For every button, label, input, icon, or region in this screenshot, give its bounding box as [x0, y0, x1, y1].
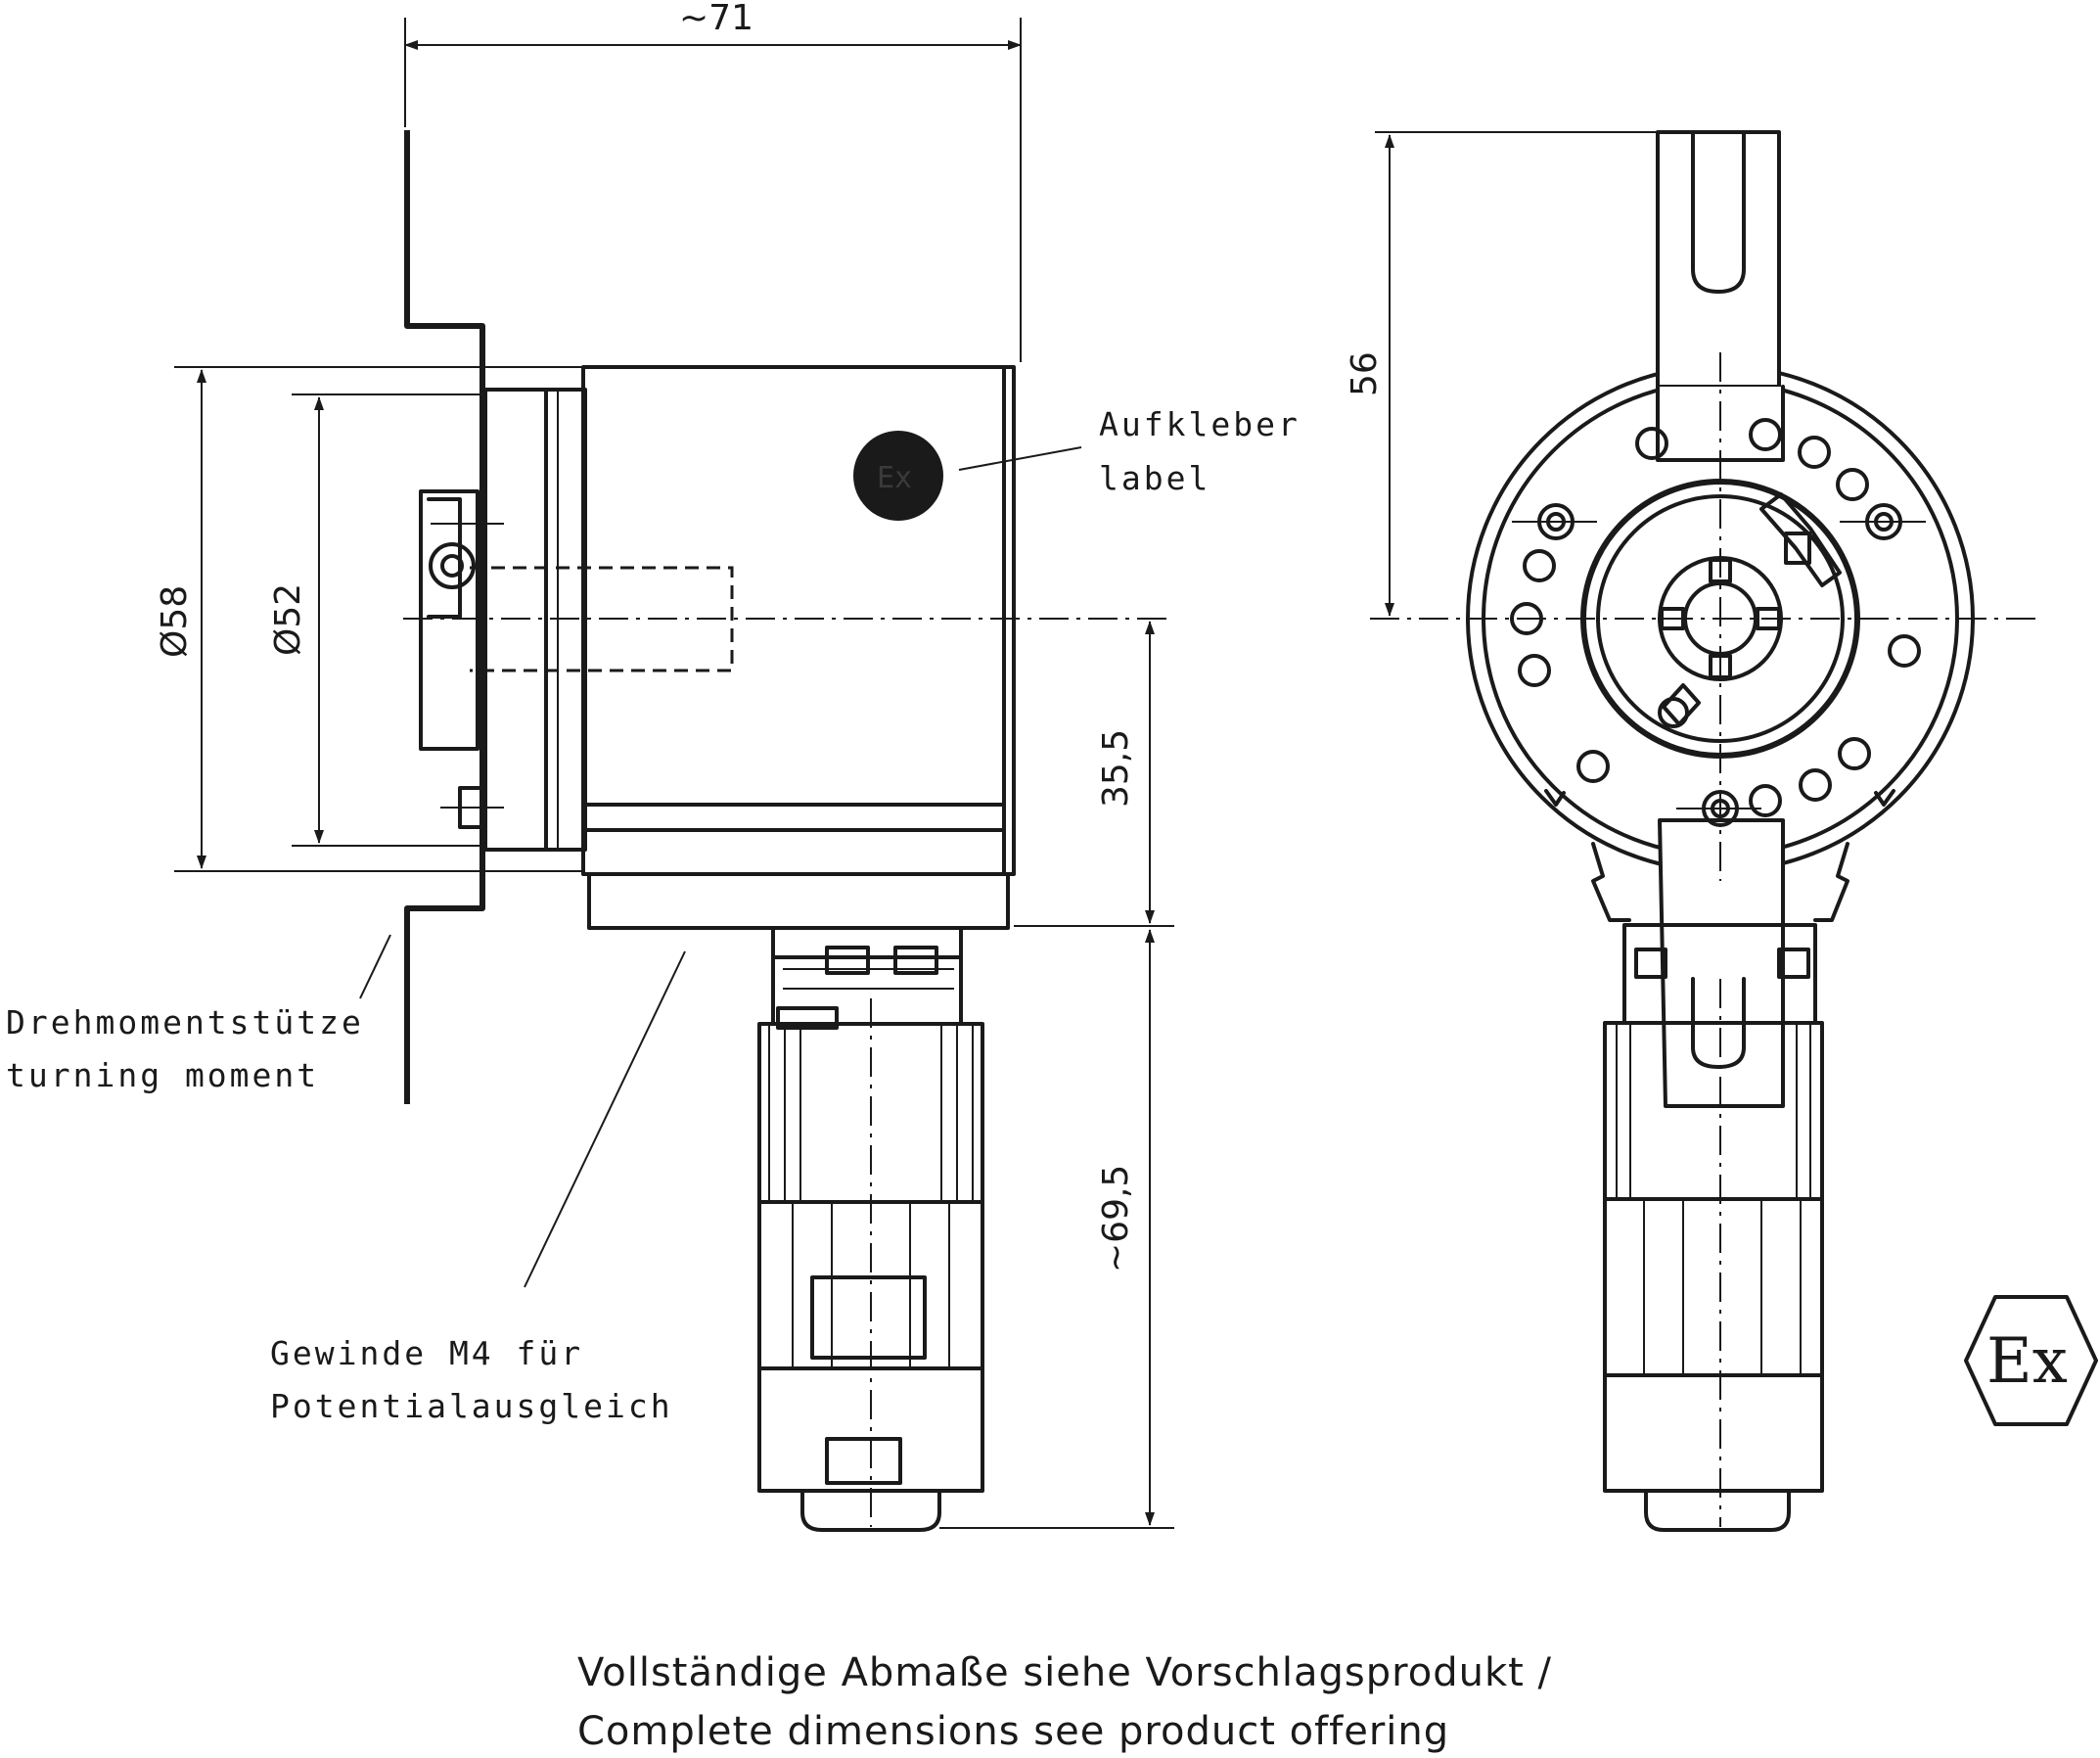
ex-sticker-dot	[853, 431, 943, 521]
dim-slot-height: 56	[1345, 351, 1385, 396]
label-thread-de: Gewinde M4 für	[270, 1334, 583, 1372]
label-torque-de: Drehmomentstütze	[6, 1003, 364, 1041]
side-view-dimensions: ~71 Ø58 Ø52 35,5 ~69,5	[155, 0, 1174, 1529]
footer-line-1: Vollständige Abmaße siehe Vorschlagsprod…	[577, 1650, 1552, 1695]
sticker-mark: Ex	[877, 461, 912, 495]
label-thread-en: Potentialausgleich	[270, 1387, 673, 1425]
housing-base	[587, 872, 1010, 930]
dim-overall-length: ~71	[679, 0, 753, 38]
side-view: Ex	[359, 130, 1174, 1532]
encoder-housing	[581, 365, 1016, 876]
ex-mark-icon: Ex	[1964, 1295, 2098, 1426]
hidden-shaft	[470, 566, 734, 672]
label-sticker-en: label	[1099, 459, 1210, 497]
torque-arm	[1656, 130, 1781, 389]
dim-connector-length: ~69,5	[1096, 1165, 1136, 1272]
torque-bracket	[404, 130, 485, 1104]
clamp-block	[419, 489, 479, 751]
cable-connector	[757, 926, 984, 1532]
dim-diameter-inner: Ø52	[268, 583, 308, 656]
dim-center-to-bottom: 35,5	[1096, 729, 1136, 808]
footer-line-2: Complete dimensions see product offering	[577, 1709, 1449, 1754]
label-sticker-de: Aufkleber	[1099, 405, 1301, 443]
ex-mark-text: Ex	[1986, 1325, 2068, 1398]
front-view	[1370, 130, 2035, 1532]
front-view-dimensions: 56	[1345, 131, 1658, 617]
label-torque-en: turning moment	[6, 1056, 319, 1094]
dim-diameter-outer: Ø58	[155, 585, 195, 658]
